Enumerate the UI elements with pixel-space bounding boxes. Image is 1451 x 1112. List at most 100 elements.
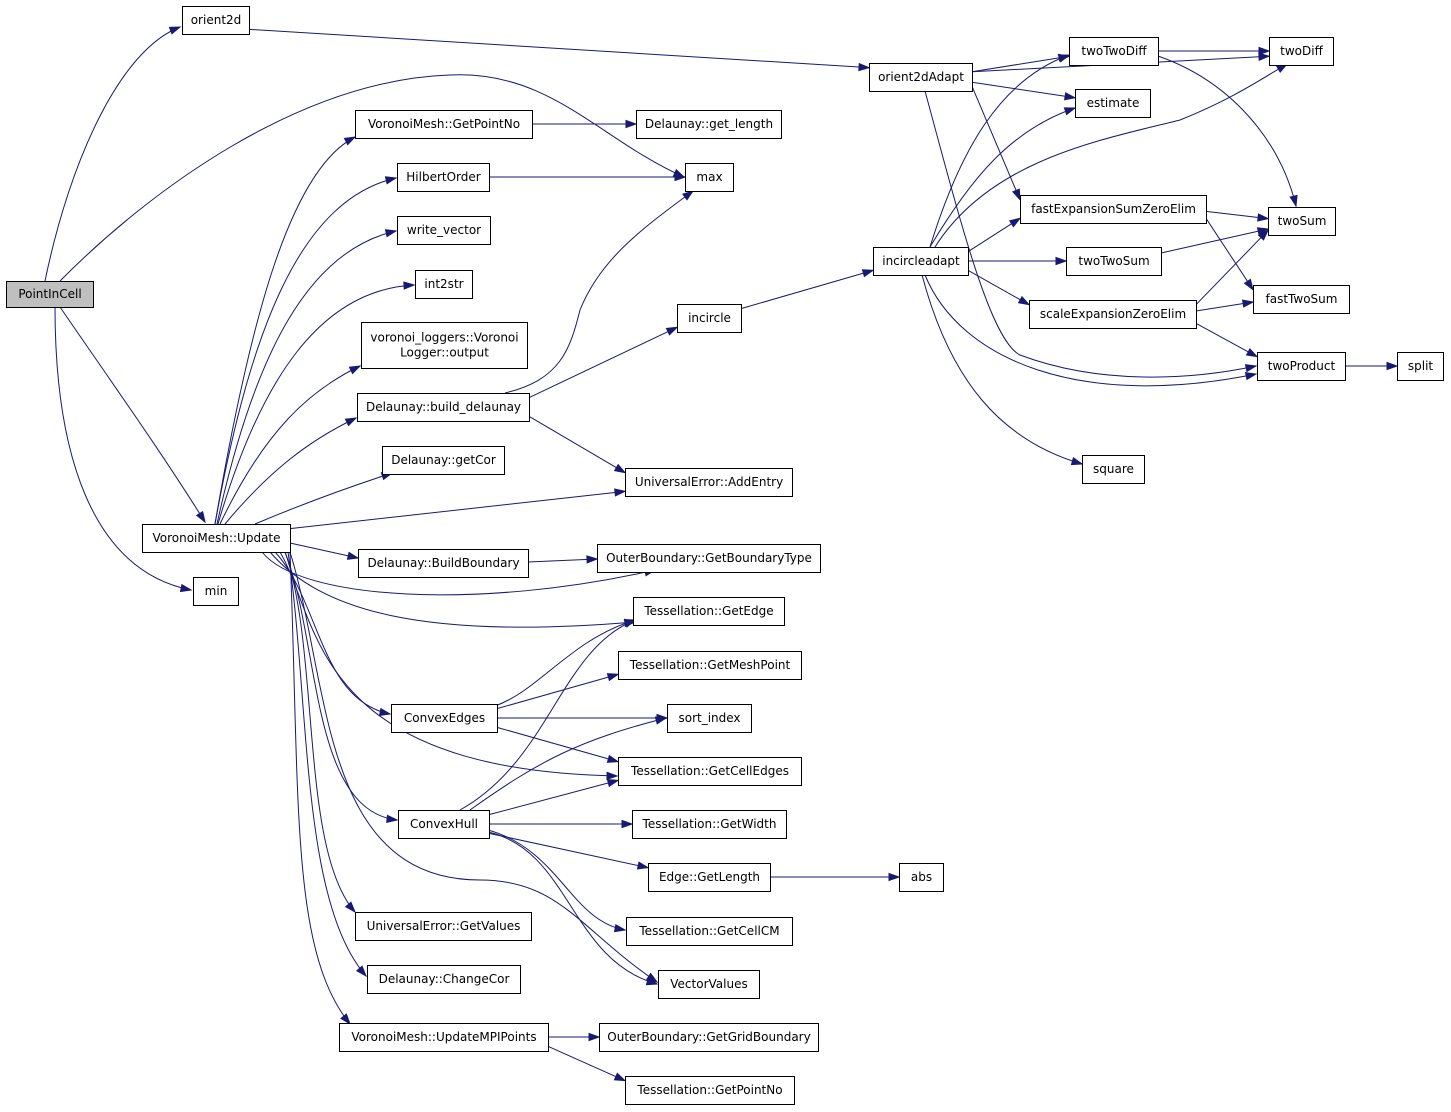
node-abs[interactable]: abs (899, 863, 944, 892)
node-box (382, 446, 505, 475)
node-Tessellation_GetWidth[interactable]: Tessellation::GetWidth (632, 810, 787, 839)
node-Tessellation_GetPointNo[interactable]: Tessellation::GetPointNo (625, 1076, 795, 1105)
node-box (1397, 352, 1444, 381)
edge-ConvexHull-to-Tessellation_GetWidth (489, 819, 634, 829)
node-twoSum[interactable]: twoSum (1268, 207, 1336, 236)
edge-arrowhead (1244, 364, 1258, 373)
node-Delaunay_get_length[interactable]: Delaunay::get_length (636, 110, 782, 139)
node-label: split (1408, 359, 1434, 373)
node-scaleExpansionZeroElim[interactable]: scaleExpansionZeroElim (1029, 300, 1197, 329)
node-twoDiff[interactable]: twoDiff (1269, 37, 1334, 66)
node-UniversalError_GetValues[interactable]: UniversalError::GetValues (355, 912, 532, 941)
edge-ConvexHull-to-VectorValues (487, 831, 659, 986)
node-twoTwoDiff[interactable]: twoTwoDiff (1069, 37, 1159, 66)
node-split[interactable]: split (1397, 352, 1444, 381)
node-UniversalError_AddEntry[interactable]: UniversalError::AddEntry (625, 468, 793, 497)
node-Edge_GetLength[interactable]: Edge::GetLength (648, 863, 771, 892)
edge-PointInCell-to-max (59, 74, 686, 282)
node-VoronoiMesh_Update[interactable]: VoronoiMesh::Update (142, 524, 291, 553)
edge-line (488, 779, 619, 816)
edge-Delaunay_BuildBoundary-to-OuterBoundary_GetBoundaryType (527, 555, 599, 564)
edge-arrowhead (1245, 347, 1259, 358)
node-Tessellation_GetCellEdges[interactable]: Tessellation::GetCellEdges (618, 757, 802, 786)
node-box (632, 810, 787, 839)
edge-line (971, 55, 1070, 73)
edge-line (287, 551, 367, 977)
node-ConvexHull[interactable]: ConvexHull (398, 810, 490, 839)
node-Delaunay_getCor[interactable]: Delaunay::getCor (382, 446, 505, 475)
node-HilbertOrder[interactable]: HilbertOrder (397, 163, 490, 192)
node-write_vector[interactable]: write_vector (397, 216, 491, 245)
node-PointInCell[interactable]: PointInCell (6, 281, 94, 308)
node-Delaunay_BuildBoundary[interactable]: Delaunay::BuildBoundary (358, 549, 529, 578)
edge-VoronoiMesh_Update-to-Tessellation_GetCellEdges (279, 551, 619, 780)
node-box (357, 393, 530, 422)
node-Tessellation_GetMeshPoint[interactable]: Tessellation::GetMeshPoint (618, 651, 802, 680)
node-Delaunay_ChangeCor[interactable]: Delaunay::ChangeCor (367, 965, 521, 994)
node-Tessellation_GetEdge[interactable]: Tessellation::GetEdge (633, 597, 785, 626)
edge-arrowhead (654, 716, 668, 725)
node-box (873, 247, 969, 276)
edge-incircleadapt-to-twoTwoDiff (929, 54, 1071, 248)
edge-arrowhead (384, 229, 398, 238)
node-twoTwoSum[interactable]: twoTwoSum (1066, 247, 1162, 276)
node-box (633, 597, 785, 626)
node-box (367, 965, 521, 994)
node-estimate[interactable]: estimate (1075, 89, 1151, 118)
node-label: Delaunay::BuildBoundary (367, 556, 519, 570)
node-square[interactable]: square (1082, 455, 1145, 484)
node-box (625, 1076, 795, 1105)
node-box (182, 6, 250, 35)
edge-incircleadapt-to-square (921, 274, 1084, 466)
node-label: VoronoiMesh::UpdateMPIPoints (351, 1030, 536, 1044)
edge-arrowhead (1256, 227, 1270, 236)
node-VoronoiMesh_UpdateMPIPoints[interactable]: VoronoiMesh::UpdateMPIPoints (339, 1023, 549, 1052)
edge-arrowhead (888, 872, 901, 882)
edge-Edge_GetLength-to-abs (770, 872, 901, 882)
edge-ConvexEdges-to-sort_index (497, 713, 669, 723)
edge-incircleadapt-to-twoTwoSum (968, 256, 1068, 266)
node-OuterBoundary_GetBoundaryType[interactable]: OuterBoundary::GetBoundaryType (597, 544, 821, 573)
edge-PointInCell-to-min (54, 306, 193, 593)
edge-arrowhead (1063, 92, 1077, 101)
node-incircleadapt[interactable]: incircleadapt (873, 247, 969, 276)
edge-twoTwoSum-to-twoSum (1160, 227, 1270, 254)
edge-arrowhead (606, 673, 620, 682)
node-label: ConvexEdges (404, 711, 485, 725)
node-incircle[interactable]: incircle (677, 304, 742, 333)
node-fastExpansionSumZeroElim[interactable]: fastExpansionSumZeroElim (1020, 195, 1207, 224)
node-orient2d[interactable]: orient2d (182, 6, 250, 35)
node-box (1069, 37, 1159, 66)
edge-line (217, 284, 415, 525)
node-fastTwoSum[interactable]: fastTwoSum (1253, 285, 1350, 314)
node-ConvexEdges[interactable]: ConvexEdges (391, 704, 498, 733)
nodes-layer: PointInCell orient2d orient2dAdapt twoTwoDi… (6, 6, 1444, 1105)
edge-line (248, 28, 870, 69)
node-box (599, 1023, 819, 1052)
node-label: OuterBoundary::GetBoundaryType (606, 551, 812, 565)
edge-line (214, 136, 356, 525)
node-twoProduct[interactable]: twoProduct (1257, 352, 1346, 381)
edge-line (528, 415, 626, 474)
node-max[interactable]: max (685, 163, 734, 192)
node-int2str[interactable]: int2str (415, 270, 473, 299)
node-VoronoiMesh_GetPointNo[interactable]: VoronoiMesh::GetPointNo (355, 110, 533, 139)
node-box (1253, 285, 1350, 314)
edge-arrowhead (621, 819, 634, 829)
edge-arrowhead (858, 62, 871, 72)
node-orient2dAdapt[interactable]: orient2dAdapt (869, 63, 973, 92)
node-Tessellation_GetCellCM[interactable]: Tessellation::GetCellCM (626, 917, 793, 946)
node-Delaunay_build_delaunay[interactable]: Delaunay::build_delaunay (357, 393, 530, 422)
node-sort_index[interactable]: sort_index (667, 704, 752, 733)
node-min[interactable]: min (193, 577, 239, 606)
node-label: square (1093, 462, 1134, 476)
edge-arrowhead (606, 771, 619, 780)
edge-line (1160, 228, 1269, 254)
edge-arrowhead (346, 551, 360, 560)
node-box (1268, 207, 1336, 236)
node-OuterBoundary_GetGridBoundary[interactable]: OuterBoundary::GetGridBoundary (599, 1023, 819, 1052)
edge-twoTwoDiff-to-twoSum (1154, 54, 1298, 208)
node-label: Delaunay::getCor (391, 453, 496, 467)
node-VectorValues[interactable]: VectorValues (658, 970, 760, 999)
